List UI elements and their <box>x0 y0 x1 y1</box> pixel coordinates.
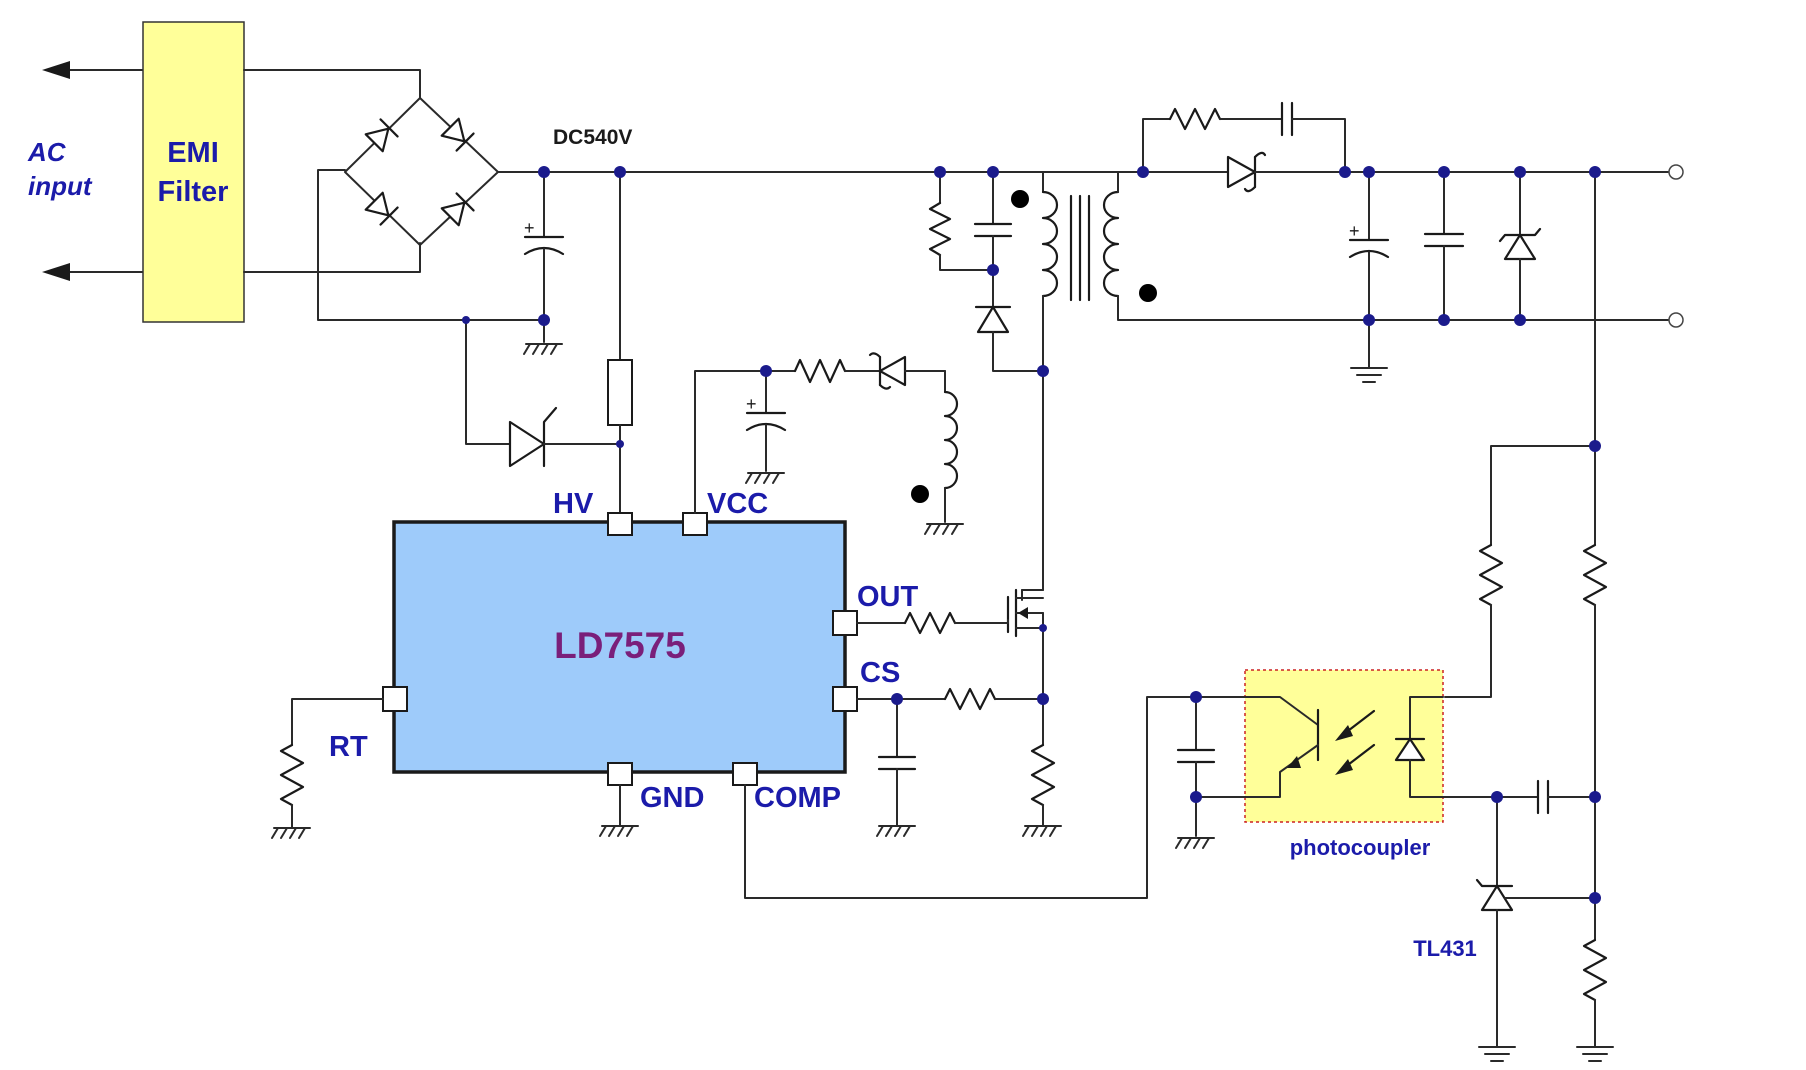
hv-startup-resistor <box>607 171 633 516</box>
output-rectifier <box>1142 101 1346 193</box>
diode <box>364 118 399 153</box>
arrow-left-icon <box>42 61 70 79</box>
polarity-dot-icon <box>1011 190 1029 208</box>
pin-gnd <box>607 762 633 786</box>
diode <box>440 117 475 152</box>
ac-input-label-line2: input <box>28 171 93 201</box>
photocoupler-label: photocoupler <box>1290 835 1431 860</box>
junction-nodes <box>462 166 1601 904</box>
tl431-label: TL431 <box>1413 936 1477 961</box>
pin-rt <box>382 686 408 712</box>
polarity-plus-icon: + <box>746 394 757 414</box>
ground-icon <box>745 472 785 484</box>
diode <box>976 305 1010 334</box>
output-zener <box>1498 171 1542 321</box>
aux-winding <box>943 390 959 490</box>
emi-filter-label-line2: Filter <box>158 176 229 208</box>
comp-feedback-path <box>744 696 1246 899</box>
dc-bus: DC540V <box>497 126 1669 173</box>
ground-icon <box>924 523 964 535</box>
polarity-dot-icon <box>1139 284 1157 302</box>
ground-icon <box>271 827 311 839</box>
pin-out <box>832 610 858 636</box>
emi-filter-label-line1: EMI <box>167 137 219 169</box>
ic-ground <box>599 784 639 837</box>
arrow-left-icon <box>42 263 70 281</box>
feedback-divider <box>1576 171 1614 1062</box>
ac-input-label-line1: AC <box>27 137 67 167</box>
ground-icon <box>1478 1046 1516 1062</box>
rt-resistor <box>271 698 384 839</box>
tl431-regulator: TL431 <box>1413 779 1596 1062</box>
pin-vcc <box>682 512 708 536</box>
pin-cs <box>832 686 858 712</box>
ground-icon <box>1350 367 1388 383</box>
gate-resistor <box>856 611 1009 635</box>
photocoupler: photocoupler <box>1244 669 1498 860</box>
pin-label-comp: COMP <box>754 782 841 814</box>
transformer <box>1011 171 1669 591</box>
pin-label-vcc: VCC <box>707 488 768 520</box>
ground-icon <box>1022 825 1062 837</box>
secondary-winding <box>1102 190 1120 298</box>
primary-winding <box>1041 190 1059 298</box>
pin-hv <box>607 512 633 536</box>
current-sense-network <box>856 687 1062 837</box>
ground-icon <box>876 825 916 837</box>
polarity-plus-icon: + <box>1349 221 1360 241</box>
bulk-capacitor: + <box>523 171 565 355</box>
bridge-wiring <box>243 69 545 321</box>
pin-label-out: OUT <box>857 581 919 613</box>
pin-label-rt: RT <box>329 731 368 763</box>
polarity-plus-icon: + <box>524 218 535 238</box>
dc-bus-label: DC540V <box>553 126 632 149</box>
polarity-dot-icon <box>911 485 929 503</box>
pin-label-gnd: GND <box>640 782 704 814</box>
ld7575-ic: LD7575 HV VCC OUT CS RT GND COMP <box>329 488 919 814</box>
emi-filter: EMI Filter <box>142 21 245 323</box>
pin-label-hv: HV <box>553 488 594 520</box>
ground-icon <box>523 343 563 355</box>
ground-icon <box>599 825 639 837</box>
output-terminal-negative <box>1668 312 1684 328</box>
output-terminal-positive <box>1668 164 1684 180</box>
diode <box>440 192 475 227</box>
bridge-rectifier <box>344 97 499 246</box>
led-resistor <box>1444 445 1596 698</box>
zener-diode <box>465 319 621 468</box>
output-capacitors: + <box>1348 171 1465 383</box>
ac-input: AC input <box>27 61 144 281</box>
ground-icon <box>1576 1046 1614 1062</box>
ground-icon <box>1175 837 1215 849</box>
output-terminals <box>1668 164 1684 328</box>
ic-name: LD7575 <box>554 625 686 666</box>
pin-label-cs: CS <box>860 657 900 689</box>
diode <box>878 355 907 387</box>
power-mosfet <box>1006 588 1044 699</box>
diode <box>364 191 399 226</box>
diode <box>1226 155 1257 189</box>
